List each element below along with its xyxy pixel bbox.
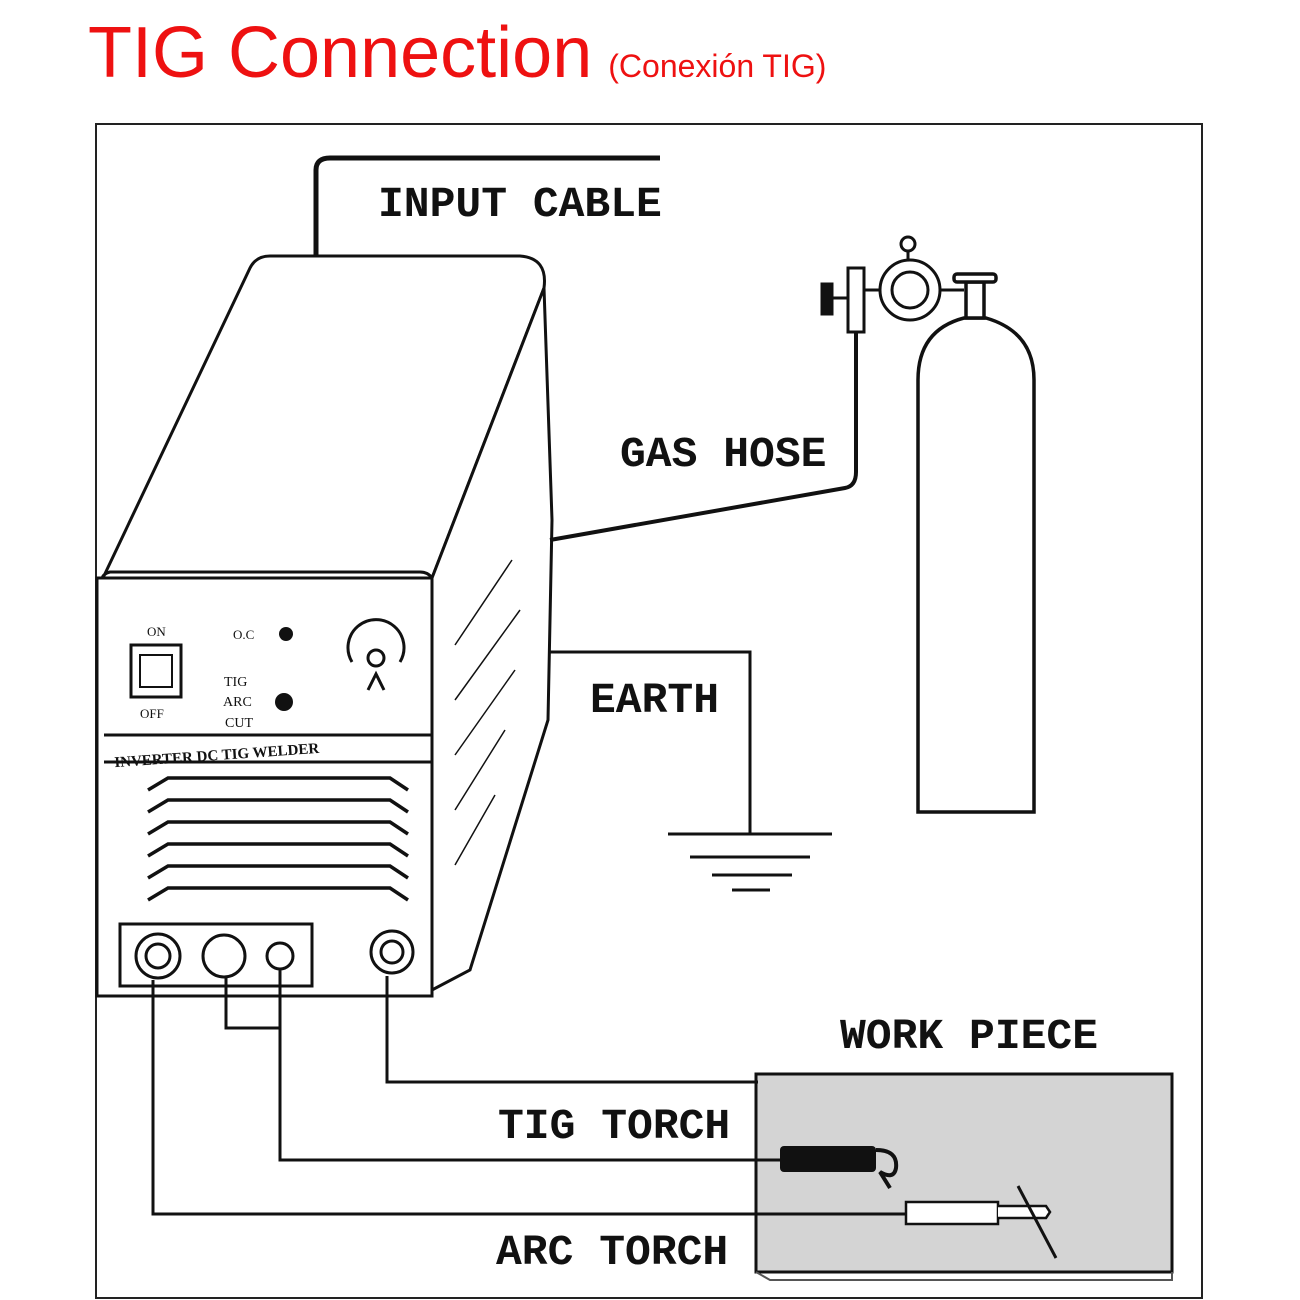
page-title: TIG Connection (Conexión TIG) [88,12,826,94]
side-stripe [454,794,496,866]
panel-label-off: OFF [140,706,164,721]
title-subtitle: (Conexión TIG) [608,48,827,84]
terminal-positive-inner [379,939,405,965]
title-main: TIG Connection [88,13,593,93]
vent-slot [147,798,409,814]
tig-torch-gas-link [224,978,280,1030]
regulator-gauge-inner [890,270,930,310]
earth-connection [550,650,832,892]
vent-slot [147,842,409,858]
arc-torch-cable [151,980,906,1216]
panel-label-on: ON [147,624,166,639]
arc-torch [904,1185,1058,1259]
oc-indicator-lamp [279,627,293,641]
arc-torch-handle [904,1200,1000,1226]
torch-cables [151,970,906,1216]
power-switch [129,643,183,699]
terminal-control [265,941,295,971]
gas-hose-label: GAS HOSE [620,430,826,479]
side-stripe [454,729,506,811]
gas-cylinder [916,272,1036,814]
earth-wire [550,650,752,834]
side-stripe [454,559,513,646]
tig-torch-handle [780,1146,876,1172]
side-stripe [454,669,516,756]
input-cable-label: INPUT CABLE [378,180,662,229]
panel-label-arc: ARC [223,695,252,710]
vent-slot [147,864,409,880]
vent-slot [147,820,409,836]
mode-selector-knob [275,693,293,711]
regulator-gauge-cap [899,235,917,253]
work-cable [385,976,758,1084]
panel-label-oc: O.C [233,627,254,642]
cylinder-valve-handle [952,272,998,284]
power-switch-rocker [139,654,173,688]
terminal-negative-inner [144,942,172,970]
cylinder-neck [964,280,986,320]
work-piece [754,1072,1174,1281]
cylinder-body [916,316,1036,814]
panel-label-tig: TIG [224,675,247,690]
work-piece-label: WORK PIECE [840,1012,1098,1061]
arc-torch-jaw [998,1204,1052,1220]
side-stripe [454,609,521,701]
current-knob-icon [346,618,406,691]
arc-electrode [1016,1185,1058,1259]
vent-slot [147,886,409,902]
vent-slot [147,776,409,792]
work-piece-edge [755,1271,1173,1281]
gas-regulator [820,235,964,334]
regulator-body [846,266,866,334]
regulator-valve-knob [820,282,834,316]
tig-torch-cable [278,970,782,1162]
earth-label: EARTH [590,676,719,725]
arc-torch-label: ARC TORCH [496,1228,728,1277]
panel-label-cut: CUT [225,716,253,731]
terminal-gas [201,933,247,979]
gas-hose-line [549,330,858,542]
tig-torch-head [875,1148,899,1190]
input-cable [313,155,660,262]
tig-torch [780,1146,899,1190]
tig-torch-label: TIG TORCH [498,1102,730,1151]
ventilation-grille [147,776,409,902]
work-piece-block [754,1072,1174,1274]
